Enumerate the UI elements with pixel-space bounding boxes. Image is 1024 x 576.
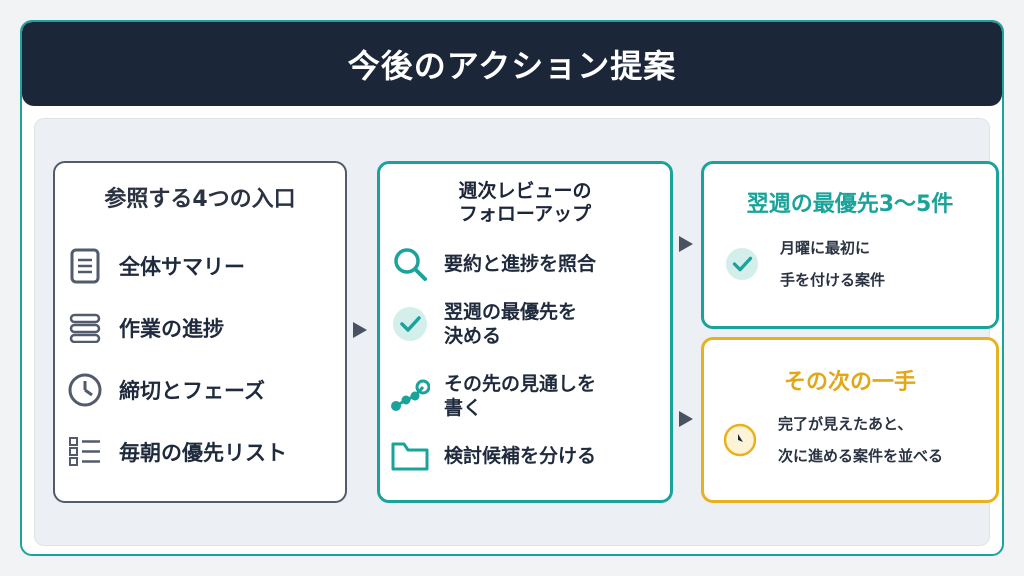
list-item: 翌週の最優先を 決める [380,288,670,360]
list-item: 要約と進捗を照合 [380,240,670,288]
next-week-priority-heading: 翌週の最優先3〜5件 [746,192,954,217]
entry-points-heading: 参照する4つの入口 [104,187,296,212]
arrow-right-icon [353,322,367,338]
next-move-text: 完了が見えたあと、 次に進める案件を並べる [778,415,944,465]
page-title: 今後のアクション提案 [347,47,677,85]
next-week-priority-text: 月曜に最初に 手を付ける案件 [780,239,886,289]
list-item: 全体サマリー [55,235,345,297]
folder-icon [390,436,430,476]
list-item-label: 翌週の最優先を 決める [444,301,578,347]
title-bar: 今後のアクション提案 [22,22,1002,106]
weekly-review-heading: 週次レビューの フォローアップ [380,180,670,226]
heading-line: 週次レビューの [458,180,592,202]
check-circle-icon [724,246,760,282]
list-item: 締切とフェーズ [55,359,345,421]
list-item-label: 締切とフェーズ [119,379,265,403]
list-item-label: 全体サマリー [119,255,245,279]
entry-points-card: 参照する4つの入口 全体サマリー 作業の進捗 [53,161,347,503]
search-icon [390,244,430,284]
list-item-label: 検討候補を分ける [444,445,597,467]
next-move-heading: その次の一手 [783,370,916,395]
next-move-body: 完了が見えたあと、 次に進める案件を並べる [704,408,996,472]
path-icon [390,376,430,416]
next-week-priority-body: 月曜に最初に 手を付ける案件 [704,232,996,296]
arrow-right-icon [679,236,693,252]
list-item-label: 作業の進捗 [119,317,224,341]
next-move-card: その次の一手 完了が見えたあと、 次に進める案件を並べる [701,337,999,503]
clock-icon [720,420,760,460]
list-item: その先の見通しを 書く [380,360,670,432]
list-item-label: 毎朝の優先リスト [119,441,287,465]
list-item: 作業の進捗 [55,297,345,359]
list-item: 検討候補を分ける [380,432,670,480]
weekly-review-card: 週次レビューの フォローアップ 要約と進捗を照合 翌週の最優先を 決める [377,161,673,503]
list-item: 毎朝の優先リスト [55,421,345,483]
list-item-label: その先の見通しを 書く [444,373,597,419]
review-steps-list: 要約と進捗を照合 翌週の最優先を 決める その先の見通しを 書く [380,240,670,480]
document-icon [67,248,103,284]
next-week-priority-card: 翌週の最優先3〜5件 月曜に最初に 手を付ける案件 [701,161,999,329]
check-circle-icon [390,304,430,344]
heading-line: フォローアップ [458,203,592,225]
list-item-label: 要約と進捗を照合 [444,253,597,275]
arrow-right-icon [679,411,693,427]
checklist-icon [67,434,103,470]
clock-icon [67,372,103,408]
content-area: 参照する4つの入口 全体サマリー 作業の進捗 [34,118,999,546]
slide-frame: 今後のアクション提案 参照する4つの入口 全体サマリー 作業の進捗 [20,20,1004,556]
entry-points-list: 全体サマリー 作業の進捗 締切とフェーズ [55,235,345,483]
stack-icon [67,310,103,346]
